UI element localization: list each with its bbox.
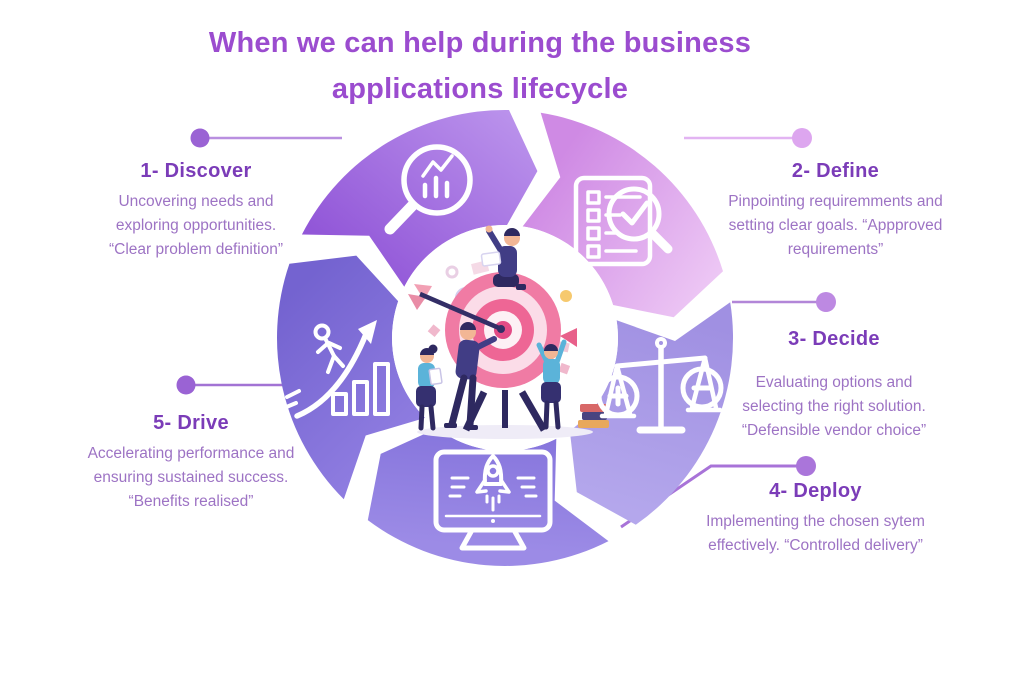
segment-discover [301,109,538,287]
stage-deploy-heading: 4- Deploy [769,480,862,502]
gear-icon [445,265,459,279]
page-title-line2: applications lifecycle [331,73,629,105]
dart-feather [408,294,426,310]
stage-deploy: 4- Deploy Implementing the chosen sytem … [658,480,973,558]
target-stand-leg [518,390,548,432]
stage-define-line: Pinpointing requiremments and [728,193,943,210]
dart-tip [497,325,505,333]
growth-arrow-icon [282,320,390,419]
stage-discover-heading: 1- Discover [140,160,252,182]
pink-square-decor [558,362,571,375]
pink-square-decor [427,324,441,338]
stage-discover: 1- Discover Uncovering needs and explori… [58,160,334,262]
books-stack-decor [578,404,609,428]
discover-dot [190,128,210,148]
stage-define: 2- Define Pinpointing requiremments and … [693,160,978,262]
deploy-dot [796,456,816,476]
clipboard-woman-figure [416,344,443,431]
standing-man-figure [444,322,497,430]
stage-decide-line: Evaluating options and [755,374,913,391]
checklist-magnifier-icon [573,175,673,267]
balance-scales-icon [596,337,724,434]
dart-shaft [419,291,500,331]
decide-dot [816,292,836,312]
team-target-dartboard-illustration [392,225,618,451]
drive-dot [176,375,196,395]
stage-decide-line: “Defensible vendor choice” [741,422,927,439]
magnifier-chart-icon [384,144,473,235]
stage-decide-heading: 3- Decide [788,328,880,350]
sitting-man-figure [480,225,526,290]
dart-feather [414,284,432,300]
stage-drive-line: ensuring sustained success. [93,469,289,486]
stage-drive-line: “Benefits realised” [128,493,254,510]
segment-drive [277,255,426,500]
lightbulb-icon [560,290,572,302]
stage-drive-heading: 5- Drive [153,412,229,434]
page-title: When we can help during the business app… [0,20,960,112]
page-title-line1: When we can help during the business [208,27,752,59]
stage-decide: 3- Decide Evaluating options and selecti… [703,328,965,443]
stage-define-line: requirements” [787,241,884,258]
stage-deploy-line: effectively. “Controlled delivery” [708,537,923,554]
stage-discover-line: exploring opportunities. [115,217,277,234]
stage-define-line: setting clear goals. “Appproved [728,217,943,234]
ground-shadow [417,425,593,439]
stage-define-heading: 2- Define [791,160,880,182]
stage-drive: 5- Drive Accelerating performance and en… [52,412,330,514]
stage-deploy-line: Implementing the chosen sytem [706,513,925,530]
megaphone-woman-figure [536,328,577,430]
rocket-monitor-icon [433,449,553,551]
stage-discover-line: “Clear problem definition” [108,241,284,258]
define-dot [792,128,812,148]
stage-decide-line: selecting the right solution. [742,398,926,415]
stage-discover-line: Uncovering needs and [118,193,274,210]
stage-drive-line: Accelerating performance and [87,445,295,462]
